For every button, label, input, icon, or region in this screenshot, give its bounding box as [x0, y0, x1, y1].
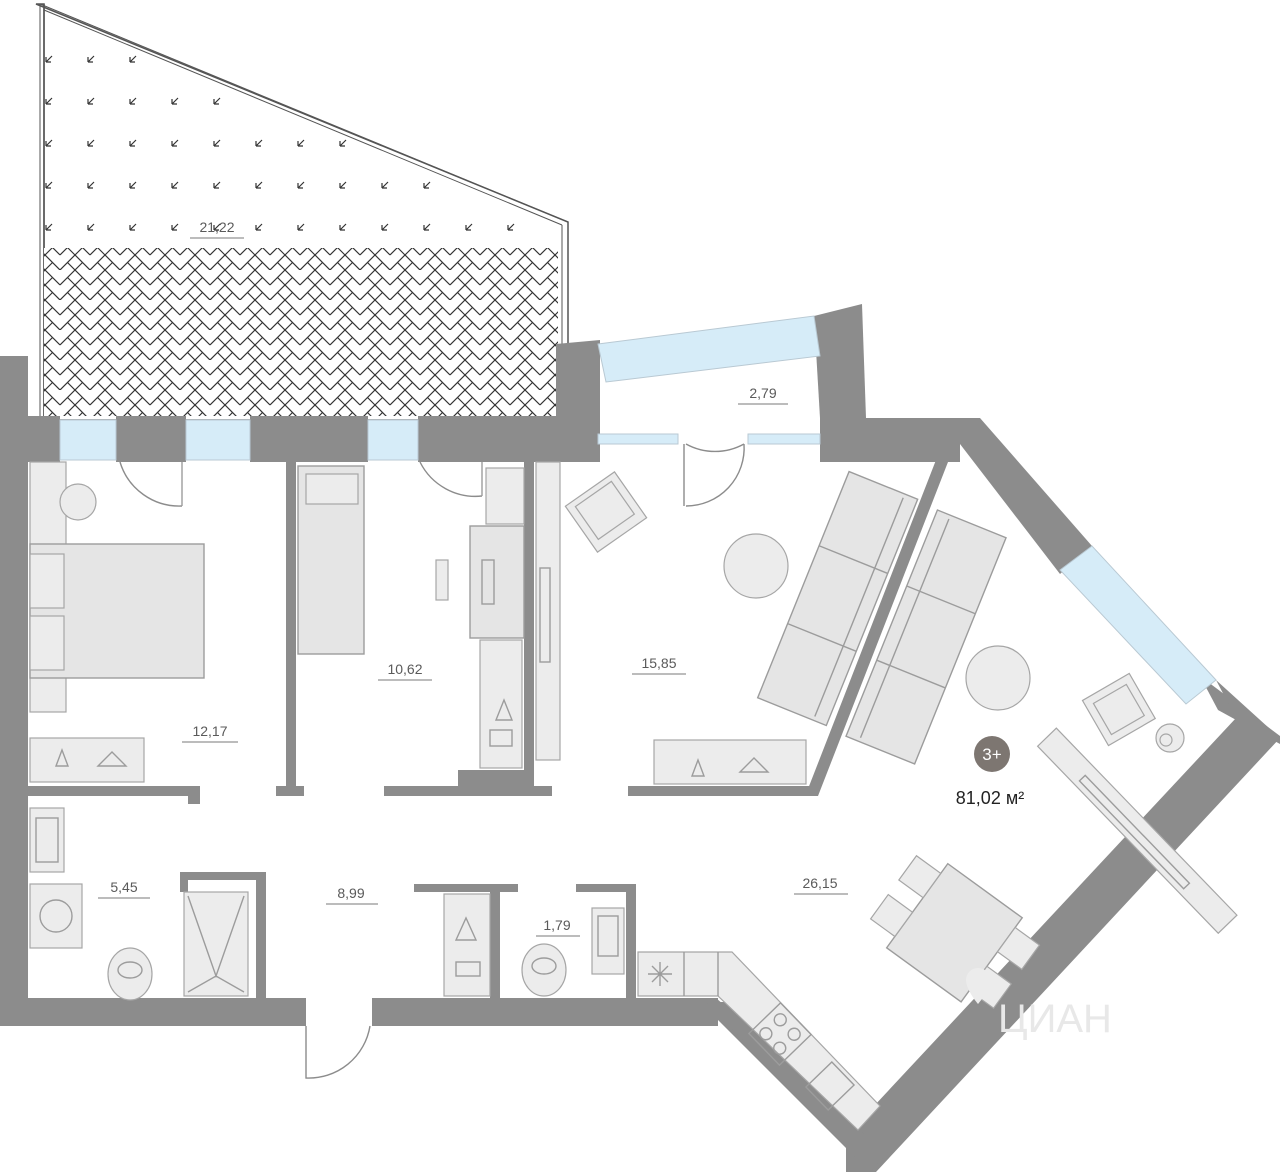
living-room-furniture [845, 509, 1238, 1010]
drain-mark [171, 139, 179, 147]
drain-mark [45, 181, 53, 189]
drain-mark [423, 223, 431, 231]
drain-mark [381, 223, 389, 231]
drain-mark [129, 97, 137, 105]
snowflake-icon [648, 962, 672, 986]
area-labels: 21,22 2,79 12,17 10,62 15,85 26,15 5,45 … [98, 219, 848, 937]
wardrobe [535, 461, 561, 761]
area-living-kitchen: 26,15 [802, 875, 837, 891]
drain-mark [87, 97, 95, 105]
drain-mark [255, 223, 263, 231]
drain-mark [339, 223, 347, 231]
drain-mark [129, 139, 137, 147]
drain-mark [129, 55, 137, 63]
walls [0, 304, 1280, 1172]
room-count-badge: 3+ [974, 736, 1010, 772]
balcony-drain-marks [45, 55, 515, 231]
drain-mark [339, 139, 347, 147]
drain-mark [87, 139, 95, 147]
room-count: 3+ [982, 745, 1001, 764]
doors [119, 443, 745, 1079]
drain-mark [87, 55, 95, 63]
area-balcony: 21,22 [199, 219, 234, 235]
drain-mark [255, 181, 263, 189]
drain-mark [213, 181, 221, 189]
drain-mark [171, 181, 179, 189]
bedroom-master-furniture [29, 461, 205, 783]
drain-mark [87, 181, 95, 189]
area-bedroom-small: 10,62 [387, 661, 422, 677]
drain-mark [297, 223, 305, 231]
area-bathroom: 5,45 [110, 879, 137, 895]
area-bedroom-master: 12,17 [192, 723, 227, 739]
drain-mark [339, 181, 347, 189]
drain-mark [45, 55, 53, 63]
drain-mark [45, 139, 53, 147]
area-bedroom-middle: 15,85 [641, 655, 676, 671]
drain-mark [45, 223, 53, 231]
drain-mark [129, 223, 137, 231]
wc-fixtures [443, 893, 625, 997]
map-pin-icon [966, 968, 990, 1004]
balcony-parquet [44, 248, 558, 416]
area-wc: 1,79 [543, 917, 570, 933]
drain-mark [45, 97, 53, 105]
bedroom-small-furniture [297, 465, 525, 769]
drain-mark [381, 181, 389, 189]
drain-mark [507, 223, 515, 231]
drain-mark [297, 181, 305, 189]
windows [59, 315, 1217, 705]
total-area: 81,02 м² [956, 788, 1024, 808]
drain-mark [423, 181, 431, 189]
bathroom-fixtures [29, 807, 249, 1001]
kitchen [637, 951, 881, 1131]
watermark-text: ЦИАН [998, 997, 1112, 1041]
drain-mark [213, 139, 221, 147]
drain-mark [171, 97, 179, 105]
drain-mark [213, 223, 221, 231]
balcony [35, 3, 569, 421]
bedroom-middle-furniture [564, 470, 919, 785]
watermark: ЦИАН [966, 968, 1112, 1041]
area-loggia: 2,79 [749, 385, 776, 401]
drain-mark [255, 139, 263, 147]
drain-mark [213, 97, 221, 105]
area-hallway: 8,99 [337, 885, 364, 901]
drain-mark [465, 223, 473, 231]
drain-mark [87, 223, 95, 231]
drain-mark [129, 181, 137, 189]
drain-mark [171, 223, 179, 231]
drain-mark [297, 139, 305, 147]
